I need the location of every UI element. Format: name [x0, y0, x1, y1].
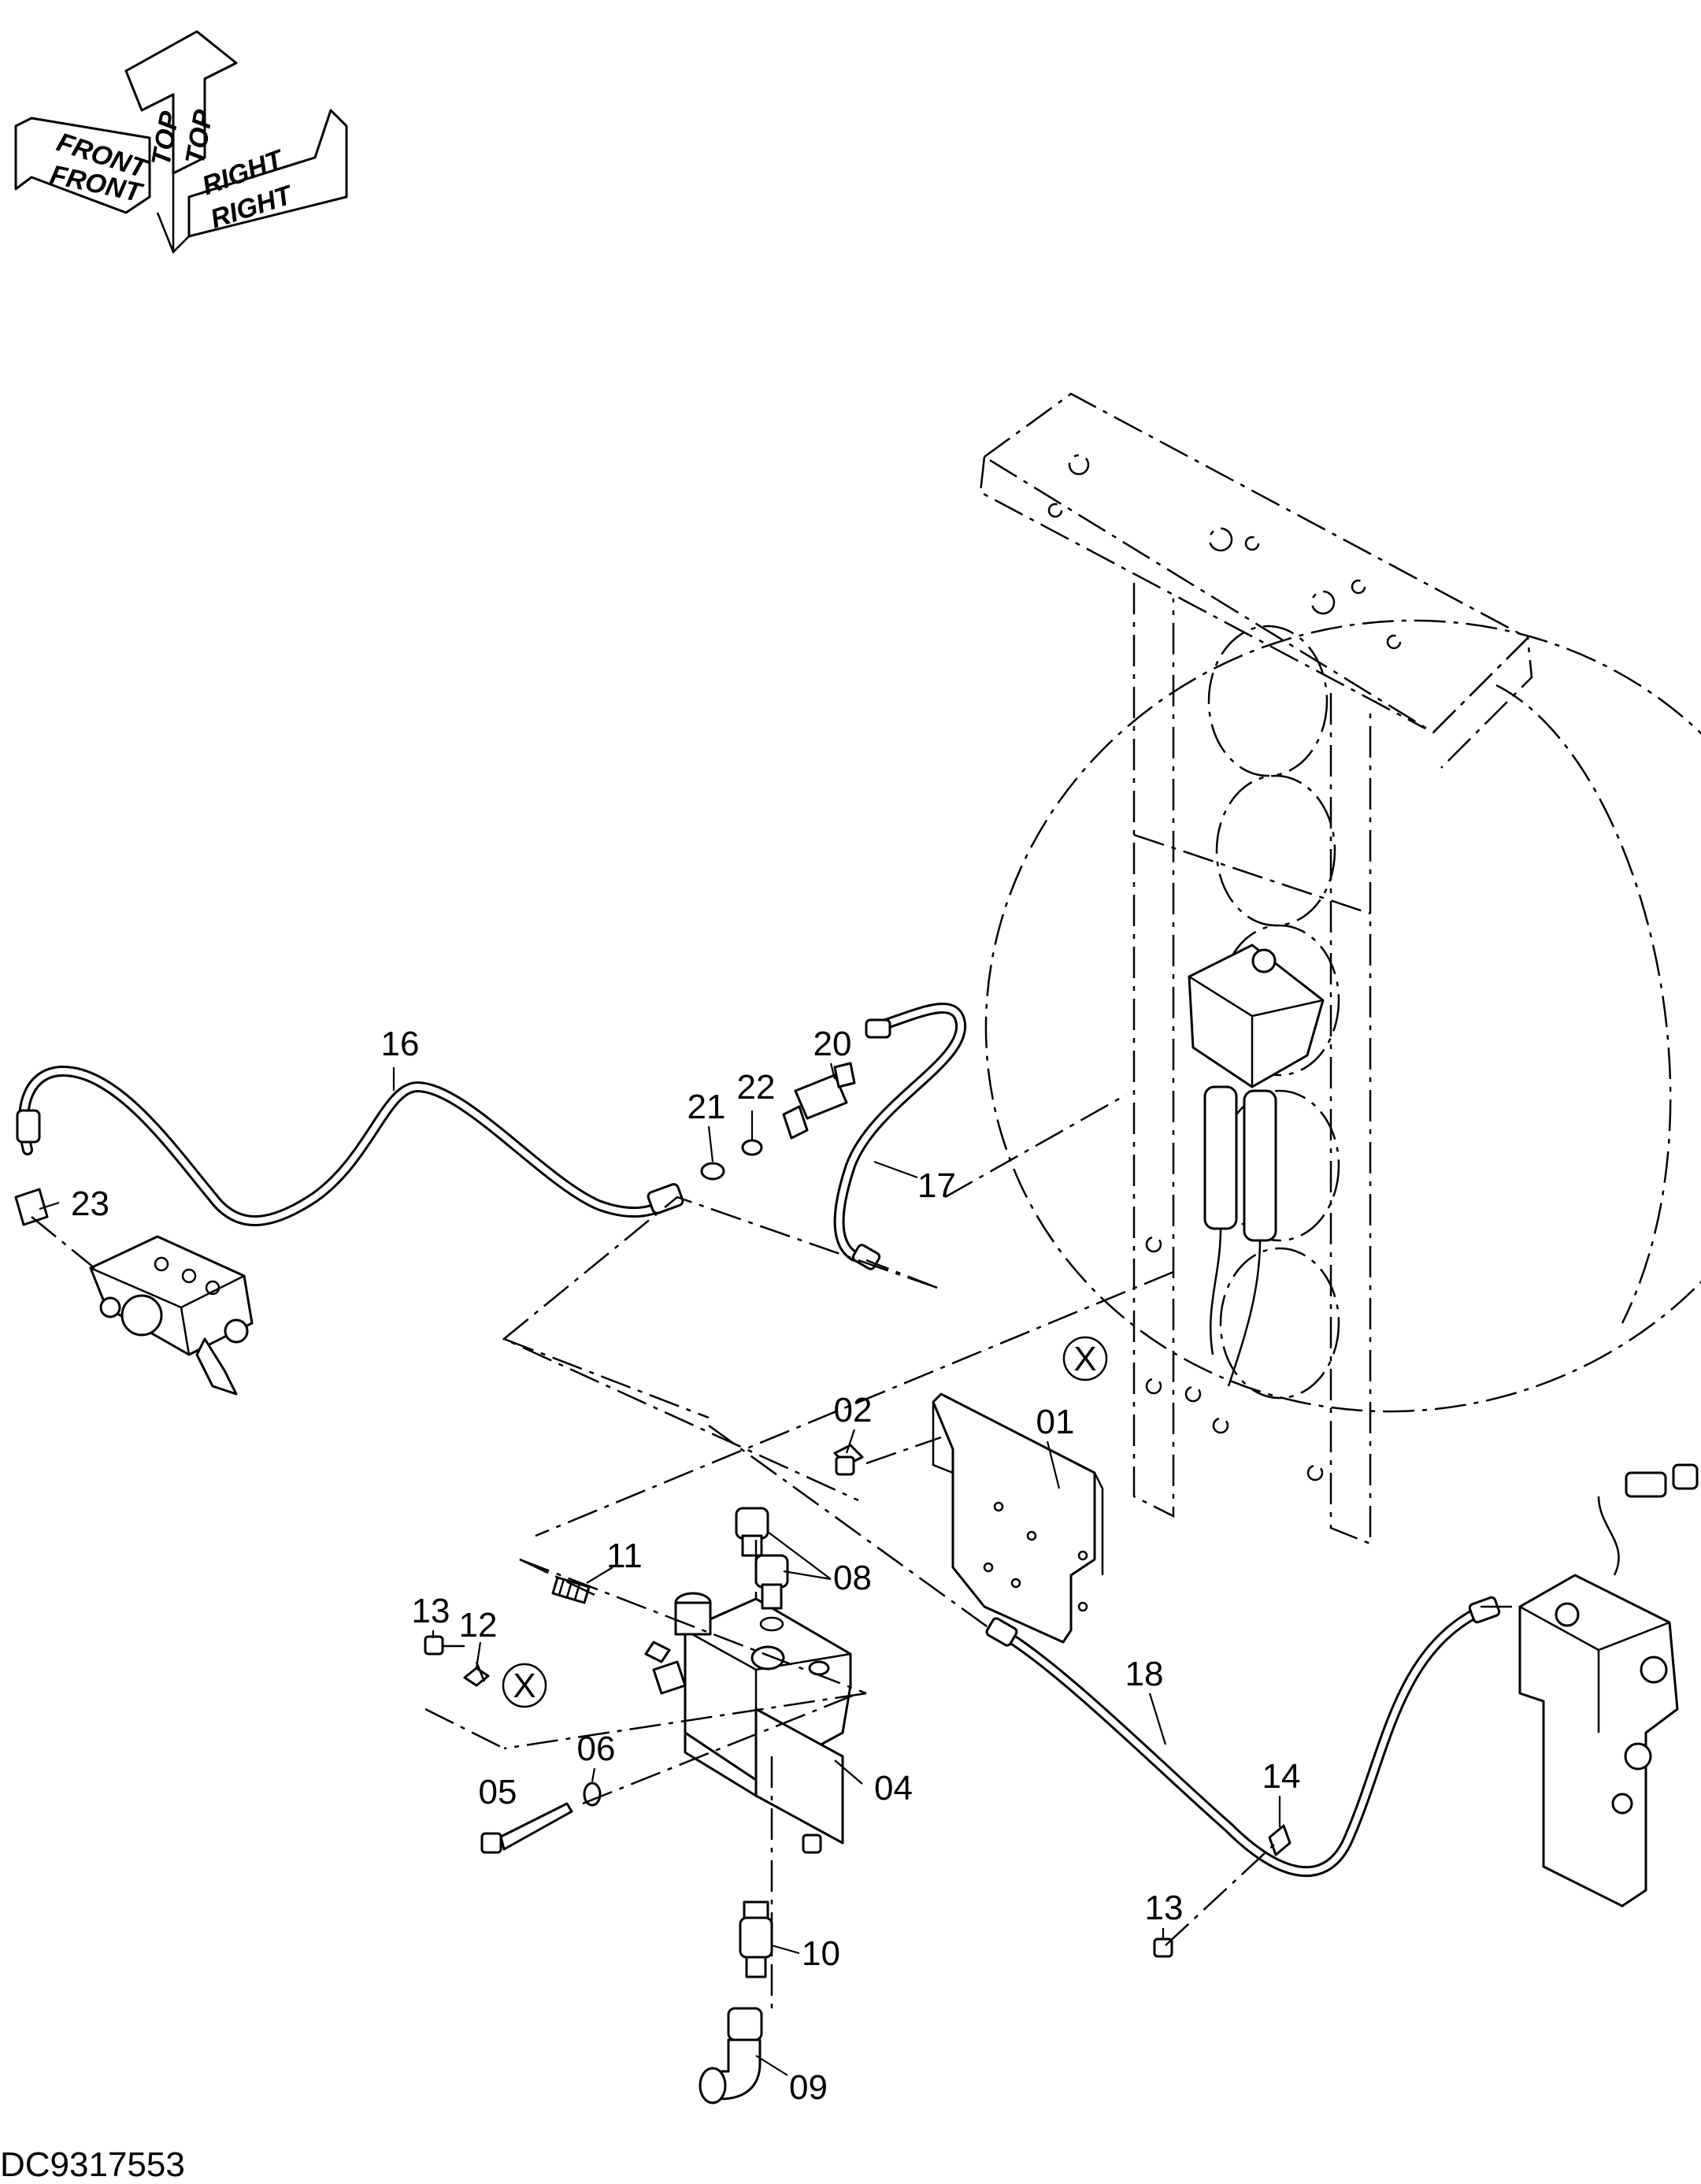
tee-fitting-part-20	[782, 1062, 856, 1140]
bolt-part-13-left	[424, 1635, 465, 1656]
fitting-part-11	[551, 1576, 591, 1604]
callout-09: 09	[789, 2068, 828, 2107]
reference-mark-x-2: X	[502, 1663, 547, 1708]
hose-part-18	[985, 1596, 1501, 1878]
callout-21: 21	[687, 1088, 726, 1126]
callout-02: 02	[834, 1391, 873, 1429]
right-control-valve	[1518, 1463, 1699, 1908]
callout-08: 08	[833, 1559, 872, 1597]
hose-part-17	[833, 1003, 967, 1270]
callout-20: 20	[813, 1025, 852, 1063]
valve-block-part-04	[644, 1592, 852, 1854]
fan-motor-solenoid	[1188, 944, 1325, 1387]
bolt-part-02	[833, 1444, 864, 1476]
fitting-part-10	[739, 1900, 773, 1978]
callout-06: 06	[577, 1730, 616, 1768]
callout-04: 04	[874, 1769, 913, 1808]
callout-17: 17	[917, 1166, 956, 1205]
callout-13-right: 13	[1145, 1889, 1184, 1927]
clamp-part-14	[1268, 1824, 1292, 1856]
callout-12: 12	[459, 1606, 498, 1644]
callout-14: 14	[1262, 1757, 1301, 1796]
bracket-part-01	[932, 1392, 1104, 1644]
callout-16: 16	[381, 1025, 420, 1063]
washer-part-06	[583, 1782, 602, 1807]
orientation-arrow-icon: FRONT FRONT TOP TOP RIGHT RIGHT	[14, 30, 348, 254]
document-number: DC9317553	[0, 2145, 185, 2184]
callout-13-left: 13	[412, 1592, 450, 1630]
bolt-part-05	[480, 1802, 573, 1854]
callout-10: 10	[802, 1934, 840, 1973]
radiator-frame-phantom	[979, 392, 1701, 1545]
leader-lines	[39, 1062, 1281, 2076]
left-control-valve	[89, 1235, 254, 1396]
callout-05: 05	[479, 1773, 517, 1811]
callout-01: 01	[1036, 1403, 1075, 1441]
callout-18: 18	[1125, 1655, 1164, 1693]
reference-mark-x-1: X	[1062, 1336, 1108, 1381]
washer-part-22	[741, 1139, 763, 1156]
callout-23: 23	[71, 1185, 109, 1223]
hose-part-16	[16, 1066, 684, 1226]
reference-mark-x-1-label: X	[1073, 1340, 1096, 1378]
fitting-part-08	[735, 1507, 789, 1632]
nut-part-21	[700, 1162, 725, 1181]
callout-11: 11	[606, 1537, 643, 1575]
assembly-lines	[31, 1093, 1520, 2008]
elbow-part-09	[699, 2007, 763, 2104]
elbow-part-23	[14, 1188, 49, 1226]
reference-mark-x-2-label: X	[513, 1667, 536, 1705]
callout-22: 22	[737, 1068, 776, 1107]
